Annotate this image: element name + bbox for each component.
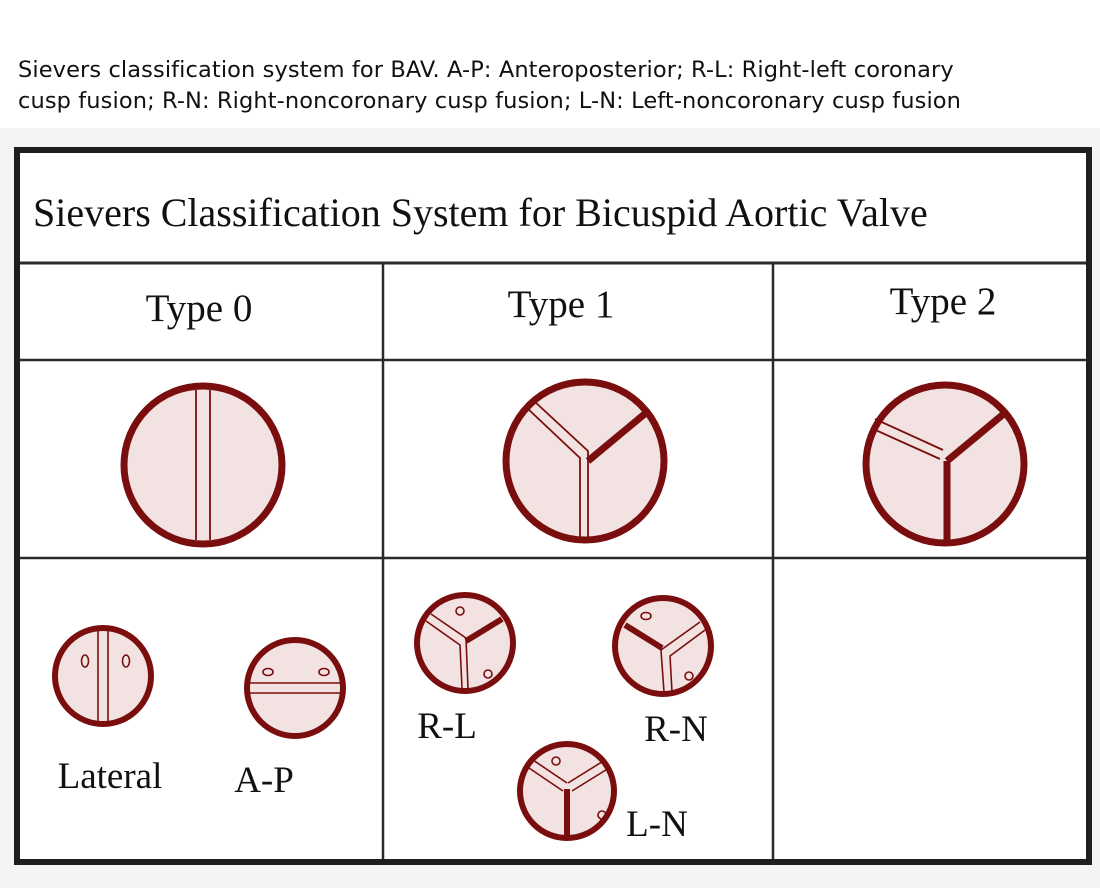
label-left-noncoronary: L-N (626, 804, 688, 845)
label-right-noncoronary: R-N (644, 709, 708, 750)
sievers-classification-diagram: Sievers Classification System for Bicusp… (14, 147, 1092, 865)
table-border (14, 147, 1092, 865)
table-title: Sievers Classification System for Bicusp… (33, 190, 928, 235)
table-grid (20, 261, 1086, 861)
caption-line-1: Sievers classification system for BAV. A… (18, 57, 954, 83)
valve-type-0 (120, 382, 286, 548)
column-header-type-2: Type 2 (890, 280, 997, 323)
valve-type-1 (502, 378, 668, 544)
caption-line-2: cusp fusion; R-N: Right-noncoronary cusp… (18, 88, 962, 114)
valve-subtype-anteroposterior (244, 637, 346, 739)
column-header-type-0: Type 0 (146, 287, 253, 330)
label-lateral: Lateral (58, 756, 163, 797)
figure-caption: Sievers classification system for BAV. A… (18, 55, 1088, 117)
label-anteroposterior: A-P (234, 760, 294, 801)
label-right-left: R-L (417, 706, 477, 747)
valve-subtype-left-noncoronary (517, 741, 617, 841)
valve-subtype-lateral (52, 625, 154, 727)
valve-subtype-right-noncoronary (612, 595, 714, 697)
column-header-type-1: Type 1 (508, 283, 615, 326)
valve-subtype-right-left (414, 592, 516, 694)
valve-type-2 (862, 381, 1028, 547)
